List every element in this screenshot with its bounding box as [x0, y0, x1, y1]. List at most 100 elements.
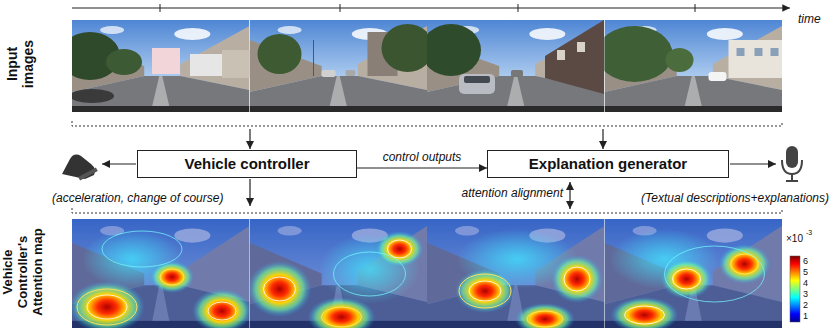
input-photo-part-part: [557, 50, 565, 60]
attention-heatmap-part-part: [208, 302, 236, 320]
attention-heatmap-part-part: [192, 289, 250, 328]
input-photo: [60, 20, 250, 112]
input-photo-part-part: [709, 72, 727, 81]
attention-heatmap: [248, 219, 428, 328]
input-photo-part-part: [190, 54, 224, 76]
attention-heatmap-part-part: [661, 259, 713, 299]
connector-arrow: [357, 167, 487, 168]
attention-heatmap: [427, 219, 605, 328]
attention-heatmap-part-part: [625, 306, 665, 324]
pedal-icon: [62, 155, 98, 181]
attention-heatmap-part: [605, 219, 783, 328]
timeline-part: [518, 4, 519, 12]
input-photo-part-part: [382, 24, 428, 72]
dashed-bracket: [72, 208, 782, 213]
attention-heatmap-part-part: [611, 297, 679, 328]
tick-label: 6: [803, 256, 808, 266]
input-photo-part-part: [464, 76, 490, 83]
input-photo-part: [427, 20, 605, 112]
microphone-icon: [782, 146, 802, 181]
tick-label: 3: [803, 289, 808, 299]
microphone-icon-part: [791, 174, 793, 181]
input-photo-part-part: [222, 50, 250, 78]
attention-heatmap-part-part: [264, 277, 296, 301]
input-photo-part-part: [729, 40, 783, 78]
timeline-part: [340, 4, 341, 12]
tick-label: 5: [803, 267, 808, 277]
attention-heatmap-part-part: [515, 303, 575, 328]
attention-heatmap-part-part: [388, 240, 412, 258]
attention-heatmap-part-part: [72, 281, 145, 328]
attention-heatmap-part: [427, 219, 605, 328]
flow-arrow-part: [569, 182, 570, 209]
flow-arrow-part: [730, 163, 776, 164]
attention-heatmap: [605, 219, 783, 328]
attention-heatmap: [69, 219, 252, 328]
input-photo-part: [72, 20, 250, 112]
process-box: Vehicle controller: [137, 150, 357, 178]
microphone-icon-part: [782, 160, 802, 174]
input-photo-part-part: [459, 74, 495, 94]
connector-label: control outputs: [381, 151, 464, 165]
dashed-bracket: [72, 121, 782, 126]
input-photo-part-part: [258, 34, 302, 74]
attention-heatmap-part: [250, 219, 428, 328]
input-photo-part-part: [737, 48, 745, 56]
timeline-part: [160, 4, 161, 12]
timeline: [72, 4, 790, 12]
attention-heatmap-part-part: [87, 295, 127, 319]
process-box: Explanation generator: [487, 150, 729, 178]
pedal-icon-part: [62, 155, 95, 179]
input-photo: [250, 20, 434, 112]
attention-heatmap-part-part: [459, 274, 511, 308]
input-photo-part-part: [346, 70, 356, 76]
attention-heatmap-part-part: [160, 269, 184, 285]
input-photo-part-part: [577, 42, 585, 52]
attention-heatmap-part-part: [427, 219, 605, 328]
attention-heatmap-part-part: [719, 244, 771, 284]
scale-exponent: -3: [806, 229, 812, 237]
input-photo-part-part: [545, 20, 604, 94]
output-note: (Textual descriptions+explanations): [641, 192, 829, 206]
input-photo-part-part: [427, 24, 481, 76]
row-label: Input images: [4, 33, 36, 95]
attention-heatmap-part-part: [455, 269, 515, 313]
input-photo-part-part: [322, 70, 336, 77]
input-photo-part-part: [313, 40, 314, 76]
input-photo-part-part: [152, 48, 180, 74]
input-photo-part-part: [605, 26, 673, 82]
attention-heatmap-part-part: [564, 267, 590, 291]
input-photo: [421, 20, 605, 112]
microphone-icon-part: [786, 146, 798, 168]
box-label: Explanation generator: [529, 155, 687, 172]
timeline-part: [695, 4, 696, 12]
input-photo-part-part: [106, 49, 142, 75]
attention-heatmap-part-part: [673, 269, 701, 289]
attention-heatmap-part-part: [427, 219, 605, 328]
attention-heatmap-part-part: [250, 261, 312, 317]
input-photo-part: [605, 20, 783, 112]
tick-label: 1: [803, 311, 808, 321]
box-label: Vehicle controller: [184, 155, 309, 172]
link-note: attention alignment: [462, 187, 563, 201]
axis-label: time: [798, 13, 821, 27]
flow-arrow-part: [249, 179, 250, 206]
tick-label: 4: [803, 278, 808, 288]
pedal-icon-part: [78, 168, 98, 181]
attention-heatmap-part-part: [469, 281, 501, 301]
attention-heatmap-part-part: [102, 231, 182, 267]
flow-arrow-part: [602, 129, 603, 149]
attention-heatmap-part-part: [665, 246, 765, 302]
attention-heatmap-part-part: [322, 307, 362, 327]
flow-arrow-part: [102, 163, 136, 164]
attention-heatmap-part-part: [551, 255, 603, 303]
input-photo-part-part: [755, 48, 763, 56]
input-photo-part-part: [511, 70, 523, 77]
input-photo-part: [250, 20, 428, 112]
attention-heatmap-part-part: [334, 252, 406, 296]
attention-heatmap-part: [72, 219, 250, 328]
attention-heatmap-part-part: [77, 289, 137, 325]
row-label: Vehicle Controller's Attention map: [1, 219, 46, 325]
input-photo-part-part: [771, 48, 779, 56]
